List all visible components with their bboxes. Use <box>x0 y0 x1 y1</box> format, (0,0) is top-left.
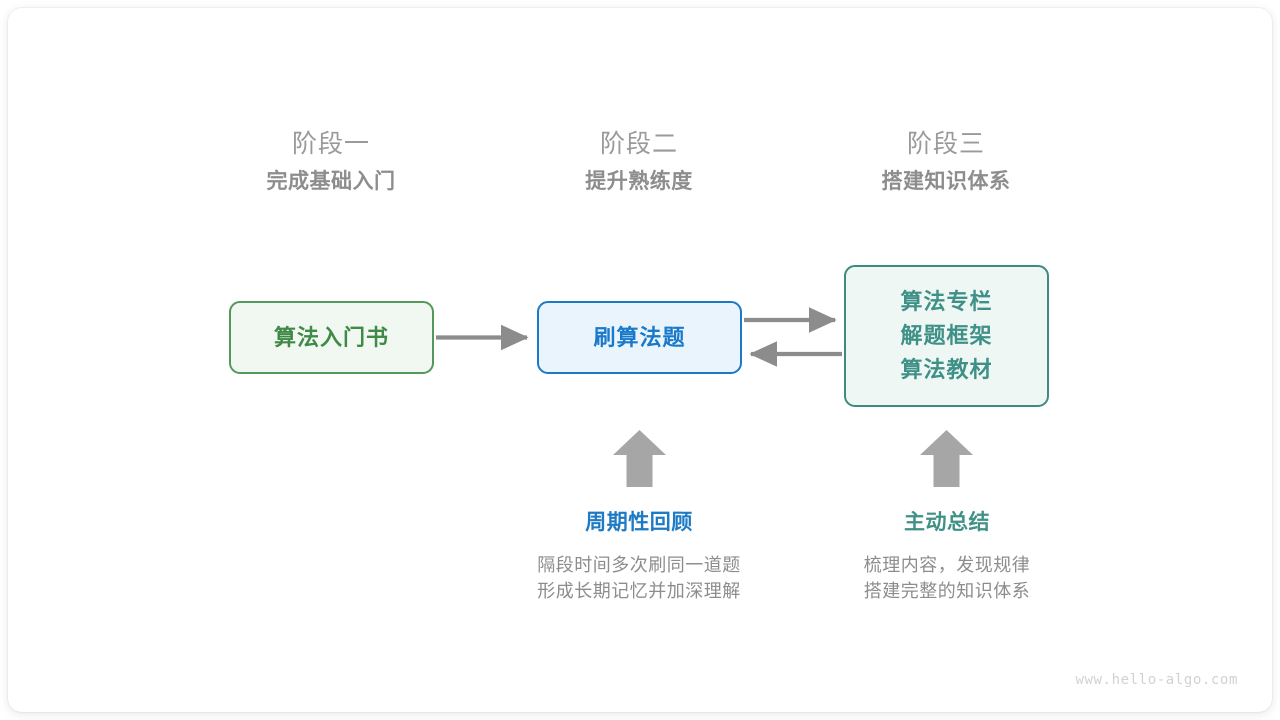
stage-header-2: 阶段二 提升熟练度 <box>509 124 769 200</box>
stage-header-1: 阶段一 完成基础入门 <box>201 124 461 200</box>
node-practice-problems[interactable]: 刷算法题 <box>537 301 742 374</box>
annotation-periodic-review: 周期性回顾 隔段时间多次刷同一道题 形成长期记忆并加深理解 <box>489 506 789 604</box>
node-book-line-1: 算法入门书 <box>273 324 389 350</box>
annotation-1-description: 隔段时间多次刷同一道题 形成长期记忆并加深理解 <box>489 552 789 604</box>
node-algorithm-intro-book[interactable]: 算法入门书 <box>229 301 434 374</box>
annotation-1-desc-line-1: 隔段时间多次刷同一道题 <box>537 555 741 575</box>
annotation-2-desc-line-1: 梳理内容，发现规律 <box>863 555 1031 575</box>
annotation-2-desc-line-2: 搭建完整的知识体系 <box>863 581 1031 601</box>
watermark-url: www.hello-algo.com <box>1075 672 1238 688</box>
stage-3-goal-label: 搭建知识体系 <box>881 170 1011 193</box>
annotation-1-desc-line-2: 形成长期记忆并加深理解 <box>537 581 741 601</box>
stage-2-goal-label: 提升熟练度 <box>585 170 693 193</box>
node-resources-line-1: 算法专栏 <box>900 289 993 314</box>
stage-1-phase-label: 阶段一 <box>291 130 370 158</box>
stage-2-phase-label: 阶段二 <box>599 130 678 158</box>
annotation-active-summary: 主动总结 梳理内容，发现规律 搭建完整的知识体系 <box>797 506 1097 604</box>
node-practice-line-1: 刷算法题 <box>593 324 686 350</box>
annotation-2-description: 梳理内容，发现规律 搭建完整的知识体系 <box>797 552 1097 604</box>
stage-1-goal-label: 完成基础入门 <box>266 170 396 193</box>
node-resources-line-3: 算法教材 <box>900 357 993 382</box>
annotation-1-title: 周期性回顾 <box>585 511 693 534</box>
stage-header-3: 阶段三 搭建知识体系 <box>816 124 1076 200</box>
node-resources-line-2: 解题框架 <box>900 323 993 348</box>
annotation-2-title: 主动总结 <box>904 511 990 534</box>
stage-3-phase-label: 阶段三 <box>906 130 985 158</box>
node-learning-resources[interactable]: 算法专栏 解题框架 算法教材 <box>844 265 1049 407</box>
